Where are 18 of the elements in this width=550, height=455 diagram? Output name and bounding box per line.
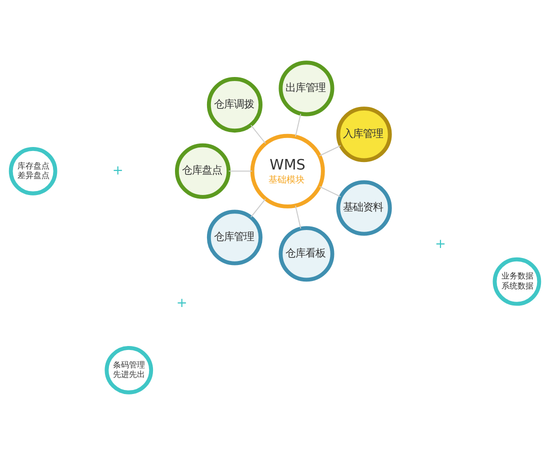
label: + <box>435 237 446 252</box>
label: + <box>112 163 124 178</box>
node-circle: 仓库管理 <box>206 210 262 266</box>
node-circle: 仓库调拨 <box>206 77 262 133</box>
node-circle: 仓库盘点 <box>174 143 231 199</box>
connector <box>295 113 302 138</box>
node-circle: 仓库看板 <box>278 226 334 282</box>
connector <box>319 186 342 198</box>
connector <box>228 170 253 172</box>
node-circle: 基础资料 <box>336 180 392 236</box>
node-circle: 入库管理 <box>336 106 392 162</box>
node-circle: 出库管理 <box>278 60 334 116</box>
connector <box>319 145 342 156</box>
connector <box>250 198 266 218</box>
node-circle: WMS 基础模块 <box>250 134 325 208</box>
connector <box>295 205 302 229</box>
connector <box>250 124 266 144</box>
label: + <box>176 296 188 312</box>
